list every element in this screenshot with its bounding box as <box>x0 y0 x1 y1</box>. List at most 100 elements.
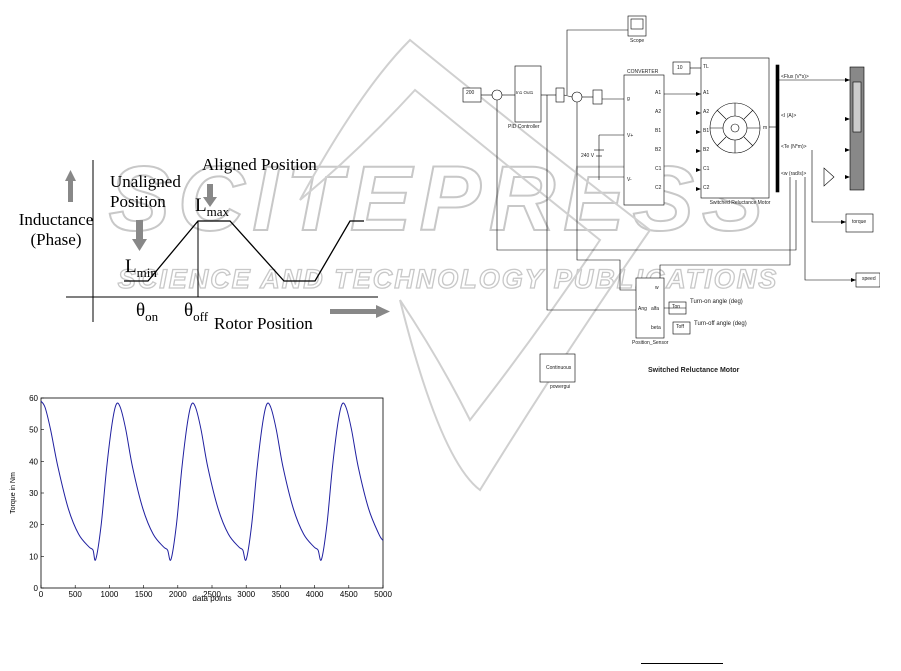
x-tick-label: 1500 <box>135 590 153 599</box>
converter-block <box>623 74 665 206</box>
scope-label: Scope <box>630 38 645 44</box>
torque-block <box>845 213 874 233</box>
converter-port-c2: C2 <box>655 185 662 191</box>
unaligned-arrow-icon <box>132 220 147 251</box>
motor-label: Switched Reluctance Motor <box>709 200 771 206</box>
unaligned-position-label: Unaligned Position <box>110 172 181 211</box>
converter-port-b2: B2 <box>655 147 662 153</box>
theta-off-base: θ <box>184 300 194 321</box>
torque-series-line <box>40 400 384 561</box>
lmax-label: Lmax <box>195 195 229 220</box>
pid-ports: In1 Out1 <box>516 90 534 95</box>
inductance-curve <box>124 220 364 282</box>
simulink-model <box>462 15 880 383</box>
x-tick-label: 1000 <box>101 590 119 599</box>
speed-block-label: speed <box>862 276 876 282</box>
inductance-label: Inductance (Phase) <box>18 210 94 249</box>
powergui-label: powergui <box>550 384 571 390</box>
lmax-sub: max <box>206 203 229 219</box>
sum-block-1 <box>491 89 503 101</box>
converter-port-c1: C1 <box>655 166 662 172</box>
pid-block <box>514 65 542 123</box>
ton-value: Ton <box>672 304 681 310</box>
motor-port-b1: B1 <box>703 128 710 134</box>
footer-rule <box>641 663 723 664</box>
x-tick-label: 4000 <box>306 590 324 599</box>
converter-label: CONVERTER <box>627 69 659 75</box>
converter-port-vplus: V+ <box>627 133 634 139</box>
x-tick-label: 0 <box>39 590 44 599</box>
powergui-value: Continuous <box>546 365 572 371</box>
lmax-base: L <box>195 195 207 216</box>
y-tick-label: 0 <box>34 584 39 593</box>
watermark-swoosh <box>299 38 652 492</box>
theta-off-label: θoff <box>184 300 208 325</box>
converter-port-g: g <box>627 96 630 102</box>
converter-port-a2: A2 <box>655 109 662 115</box>
aligned-position-label: Aligned Position <box>202 155 317 174</box>
theta-on-sub: on <box>145 308 159 324</box>
toff-value: Toff <box>676 324 684 330</box>
x-tick-label: 3000 <box>237 590 255 599</box>
motor-port-a1: A1 <box>703 90 710 96</box>
model-title: Switched Reluctance Motor <box>648 367 740 374</box>
scope-block <box>627 15 647 37</box>
y-tick-label: 60 <box>29 394 38 403</box>
inductance-arrow-icon <box>65 170 76 202</box>
x-tick-label: 2500 <box>203 590 221 599</box>
plot-frame <box>40 397 384 589</box>
x-tick-label: 3500 <box>272 590 290 599</box>
position-sensor-block <box>635 277 665 339</box>
toff-label: Turn-off angle (deg) <box>694 321 747 327</box>
sensor-port-alfa: alfa <box>651 306 660 312</box>
watermark-sub-text: SCIENCE AND TECHNOLOGY PUBLICATIONS <box>118 264 779 294</box>
saturation-block <box>555 87 565 103</box>
chart-xlabel: data points <box>192 594 231 603</box>
motor-port-a2: A2 <box>703 109 710 115</box>
sensor-port-w: w <box>655 285 659 291</box>
converter-port-b1: B1 <box>655 128 662 134</box>
y-tick-label: 20 <box>29 521 38 530</box>
y-tick-label: 40 <box>29 457 38 466</box>
sensor-port-ang: Ang <box>638 306 647 312</box>
dc-source-label: 240 V <box>581 153 595 159</box>
sum-block-2 <box>571 91 583 103</box>
theta-on-base: θ <box>136 300 146 321</box>
x-tick-label: 500 <box>69 590 83 599</box>
motor-port-m: m <box>763 125 768 131</box>
motor-port-c1: C1 <box>703 166 710 172</box>
tl-const-value: 10 <box>677 65 683 71</box>
relay-block <box>592 89 603 105</box>
chart-ylabel: Torque in Nm <box>10 472 17 514</box>
powergui-block <box>539 353 576 383</box>
y-tick-label: 30 <box>29 489 38 498</box>
toff-block <box>672 321 691 335</box>
lmin-sub: min <box>136 264 157 280</box>
motor-port-b2: B2 <box>703 147 710 153</box>
sensor-port-beta: beta <box>651 325 661 331</box>
lmin-base: L <box>125 256 137 277</box>
bus-signal-current: <I (A)> <box>781 113 797 119</box>
y-tick-label: 50 <box>29 426 38 435</box>
rotor-arrow-icon <box>330 305 390 318</box>
y-tick-label: 10 <box>29 552 38 561</box>
pid-label: PID Controller <box>508 124 540 130</box>
ton-label: Turn-on angle (deg) <box>690 299 743 305</box>
torque-block-label: torque <box>852 219 867 225</box>
converter-port-a1: A1 <box>655 90 662 96</box>
inductance-profile-diagram <box>65 160 390 322</box>
motor-port-c2: C2 <box>703 185 710 191</box>
x-tick-label: 2000 <box>169 590 187 599</box>
demux-bar <box>775 64 780 193</box>
motor-port-tl: TL <box>703 64 709 70</box>
bus-signal-torque: <Te (N*m)> <box>781 144 807 150</box>
const-200-value: 200 <box>466 90 475 96</box>
aligned-arrow-icon <box>203 184 217 207</box>
x-tick-label: 4500 <box>340 590 358 599</box>
x-tick-label: 5000 <box>374 590 392 599</box>
converter-port-vminus: V- <box>627 177 632 183</box>
theta-off-sub: off <box>193 308 209 324</box>
theta-on-label: θon <box>136 300 158 325</box>
bus-signal-flux: <Flux (V*s)> <box>781 74 809 80</box>
